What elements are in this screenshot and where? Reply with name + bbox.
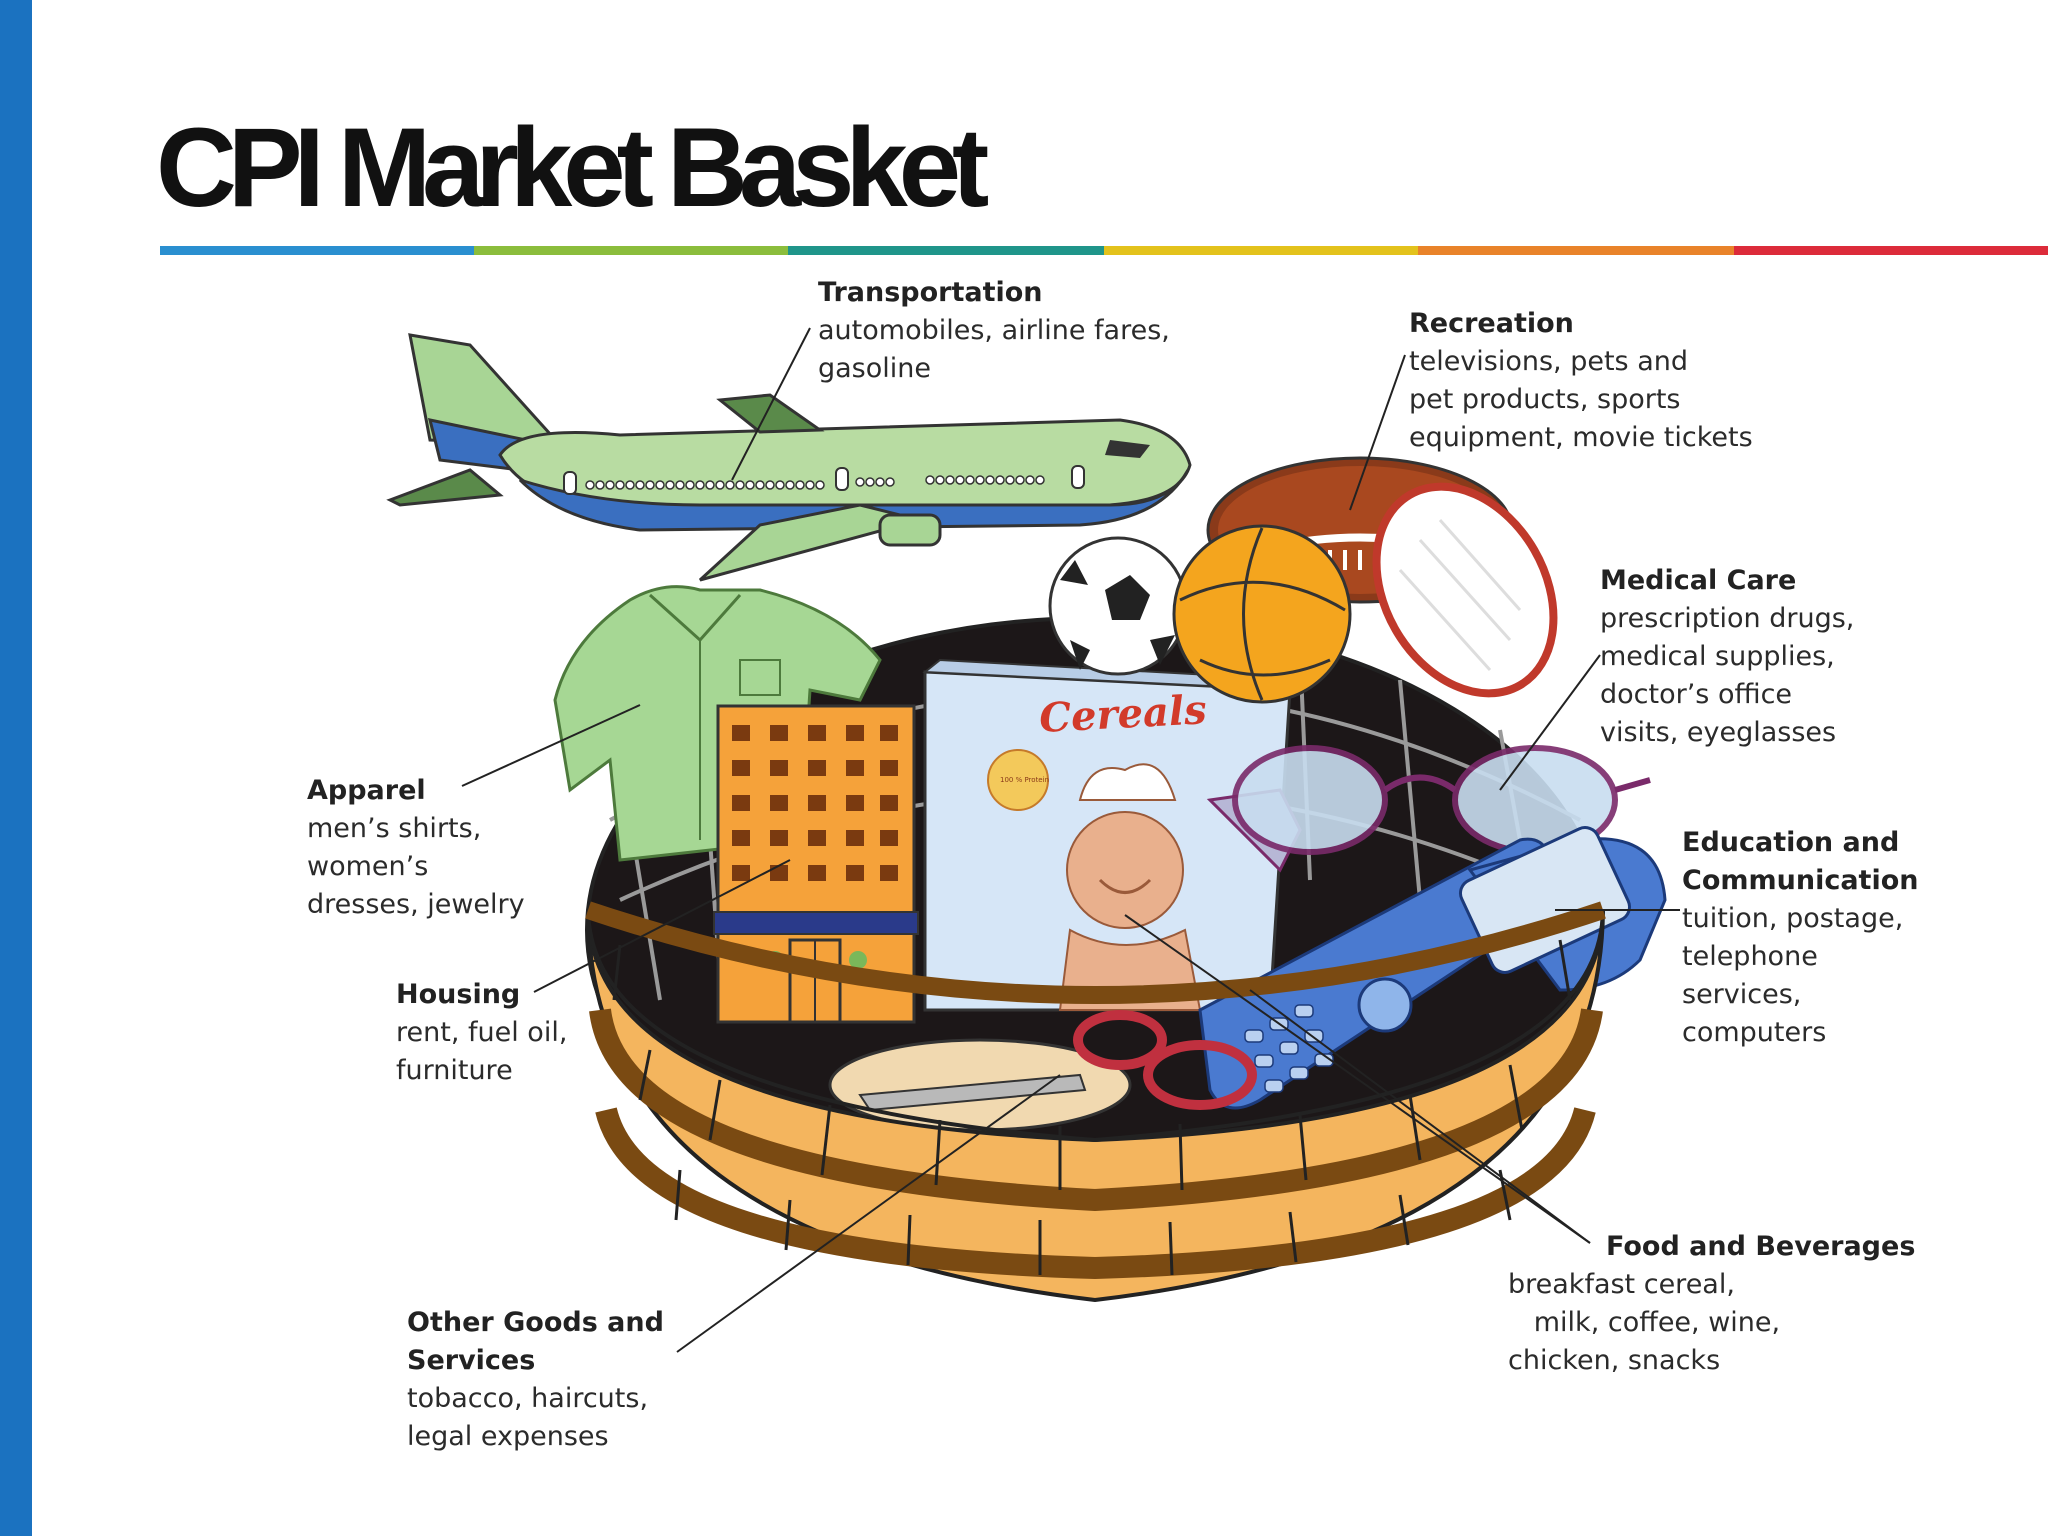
category-description: automobiles, airline fares, gasoline	[818, 315, 1170, 384]
category-medical-care: Medical Care prescription drugs, medical…	[1600, 562, 1854, 752]
title-underline-blue	[160, 246, 474, 255]
title-underline-yellow	[1104, 246, 1418, 255]
leader-line-housing	[533, 859, 791, 993]
category-description: breakfast cereal, milk, coffee, wine, ch…	[1508, 1269, 1781, 1376]
bowl-and-scissors-illustration	[828, 1010, 1257, 1132]
category-heading: Recreation	[1409, 308, 1574, 339]
leader-lines	[461, 327, 1680, 1353]
category-food-beverages: Food and Beverages breakfast cereal, mil…	[1508, 1228, 1915, 1380]
category-heading: Other Goods and Services	[407, 1307, 664, 1376]
leader-line-food-1	[1124, 914, 1591, 1244]
title-underline-orange	[1418, 246, 1734, 255]
category-description: men’s shirts, women’s dresses, jewelry	[307, 813, 525, 920]
leader-line-food-2	[1249, 989, 1591, 1244]
slide-title: CPI Market Basket	[156, 105, 989, 230]
basket-front	[585, 901, 1606, 1303]
category-housing: Housing rent, fuel oil, furniture	[396, 976, 567, 1090]
category-education-communication: Education and Communication tuition, pos…	[1682, 824, 1919, 1052]
category-description: tuition, postage, telephone services, co…	[1682, 903, 1904, 1048]
category-description: prescription drugs, medical supplies, do…	[1600, 603, 1855, 748]
category-description: tobacco, haircuts, legal expenses	[407, 1383, 649, 1452]
cereal-box-illustration	[922, 658, 1303, 1012]
category-heading: Housing	[396, 979, 521, 1010]
airplane-illustration	[386, 333, 1192, 582]
category-heading: Food and Beverages	[1606, 1231, 1916, 1262]
eyeglasses-illustration	[1206, 745, 1651, 873]
category-apparel: Apparel men’s shirts, women’s dresses, j…	[307, 772, 525, 924]
category-description: rent, fuel oil, furniture	[396, 1017, 568, 1086]
leader-line-transportation	[731, 327, 811, 481]
building-illustration	[713, 704, 919, 1024]
title-underline-red	[1734, 246, 2048, 255]
category-heading: Education and Communication	[1682, 827, 1919, 896]
category-transportation: Transportation automobiles, airline fare…	[818, 274, 1170, 388]
category-description: televisions, pets and pet products, spor…	[1409, 346, 1753, 453]
category-heading: Medical Care	[1600, 565, 1797, 596]
leader-line-medical	[1499, 654, 1601, 791]
category-heading: Transportation	[818, 277, 1043, 308]
title-underline-green	[474, 246, 788, 255]
title-underline-teal	[788, 246, 1104, 255]
leader-line-recreation	[1349, 354, 1406, 511]
sports-equipment-illustration	[1048, 456, 1558, 704]
category-other-goods-services: Other Goods and Services tobacco, haircu…	[407, 1304, 664, 1456]
cereal-badge-text: 100 % Protein	[1000, 776, 1049, 784]
cereal-box-title: Cereals	[1038, 686, 1208, 742]
category-recreation: Recreation televisions, pets and pet pro…	[1409, 305, 1753, 457]
leader-line-apparel	[461, 704, 641, 787]
left-accent-bar	[0, 0, 32, 1536]
category-heading: Apparel	[307, 775, 426, 806]
leader-line-other	[676, 1074, 1061, 1353]
